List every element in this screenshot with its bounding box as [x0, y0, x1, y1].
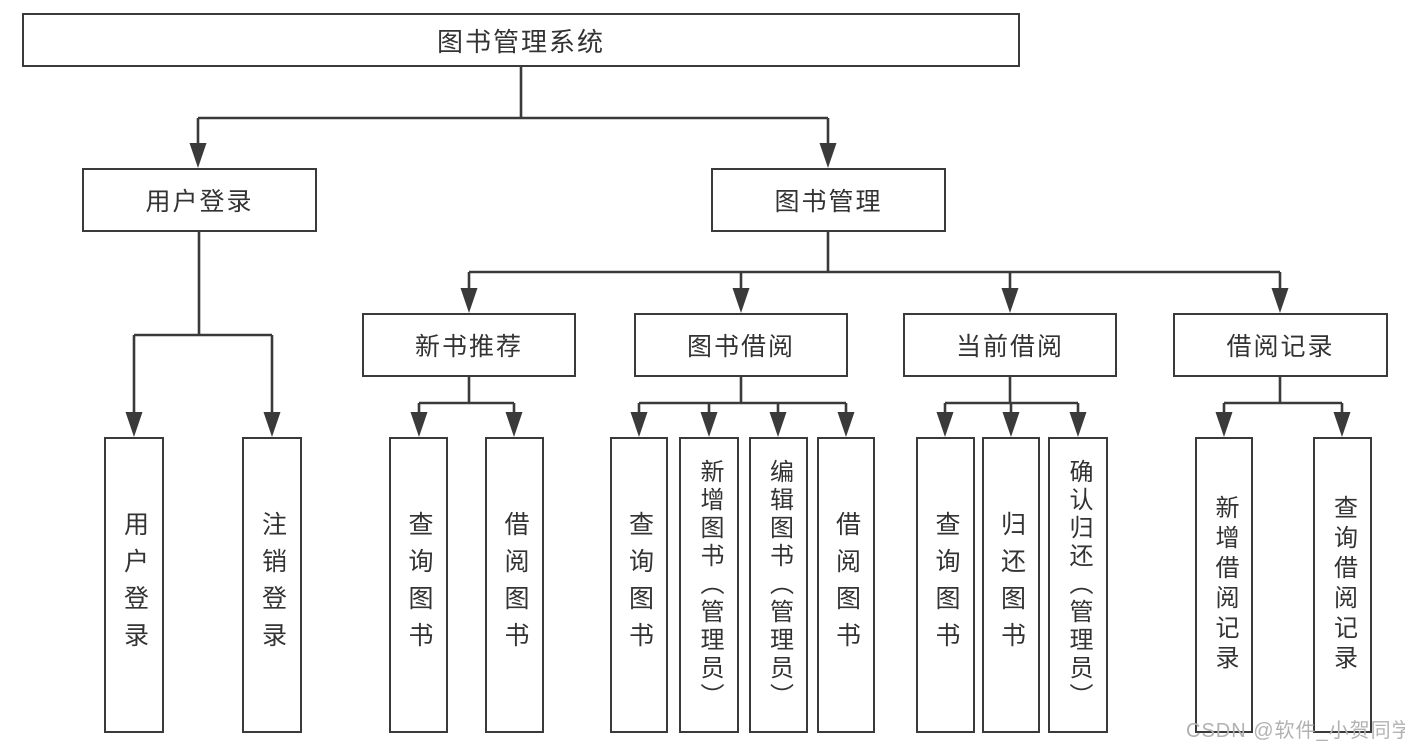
node-new-book-recommend-label: 新书推荐: [414, 333, 523, 361]
leaf-return-books-label: 归还图书: [997, 511, 1026, 659]
leaf-user-login: 用户登录: [104, 437, 164, 733]
leaf-query-books-borrow: 查询图书: [610, 437, 668, 733]
leaf-query-borrow-record-label: 查询借阅记录: [1329, 495, 1357, 675]
leaf-query-books-current-label: 查询图书: [932, 511, 960, 659]
leaf-borrow-books: 借阅图书: [817, 437, 875, 733]
node-book-borrowing-label: 图书借阅: [686, 333, 795, 361]
leaf-return-books: 归还图书: [982, 437, 1040, 733]
leaf-user-login-label: 用户登录: [120, 511, 149, 659]
node-library-system-label: 图书管理系统: [436, 26, 605, 57]
leaf-add-borrow-record-label: 新增借阅记录: [1211, 495, 1238, 675]
leaf-borrow-books-recommend: 借阅图书: [485, 437, 544, 733]
leaf-logout: 注销登录: [242, 437, 302, 733]
csdn-watermark: CSDN @软件_小贺同学: [1186, 720, 1405, 742]
leaf-add-borrow-record: 新增借阅记录: [1195, 437, 1253, 733]
node-book-borrowing: 图书借阅: [634, 313, 848, 377]
leaf-add-books-admin: 新增图书（管理员）: [679, 437, 739, 733]
leaf-borrow-books-label: 借阅图书: [832, 511, 861, 659]
leaf-query-borrow-record: 查询借阅记录: [1313, 437, 1372, 733]
leaf-query-books-borrow-label: 查询图书: [625, 511, 654, 659]
node-book-management: 图书管理: [711, 168, 946, 232]
leaf-logout-label: 注销登录: [258, 511, 287, 659]
leaf-borrow-books-recommend-label: 借阅图书: [501, 511, 529, 659]
leaf-query-books-current: 查询图书: [916, 437, 975, 733]
node-book-management-label: 图书管理: [774, 188, 883, 216]
node-user-login: 用户登录: [82, 168, 317, 232]
leaf-edit-books-admin-label: 编辑图书（管理员）: [765, 459, 793, 711]
node-current-borrowing: 当前借阅: [903, 313, 1117, 377]
leaf-add-books-admin-label: 新增图书（管理员）: [696, 459, 723, 711]
node-current-borrowing-label: 当前借阅: [955, 333, 1064, 361]
node-library-system: 图书管理系统: [22, 13, 1020, 67]
node-borrowing-records-label: 借阅记录: [1226, 333, 1335, 361]
leaf-edit-books-admin: 编辑图书（管理员）: [749, 437, 808, 733]
node-new-book-recommend: 新书推荐: [362, 313, 576, 377]
node-borrowing-records: 借阅记录: [1173, 313, 1388, 377]
leaf-query-books-recommend-label: 查询图书: [405, 511, 433, 659]
leaf-confirm-return-admin: 确认归还（管理员）: [1048, 437, 1108, 733]
leaf-query-books-recommend: 查询图书: [389, 437, 448, 733]
leaf-confirm-return-admin-label: 确认归还（管理员）: [1065, 459, 1092, 711]
node-user-login-label: 用户登录: [145, 188, 254, 216]
